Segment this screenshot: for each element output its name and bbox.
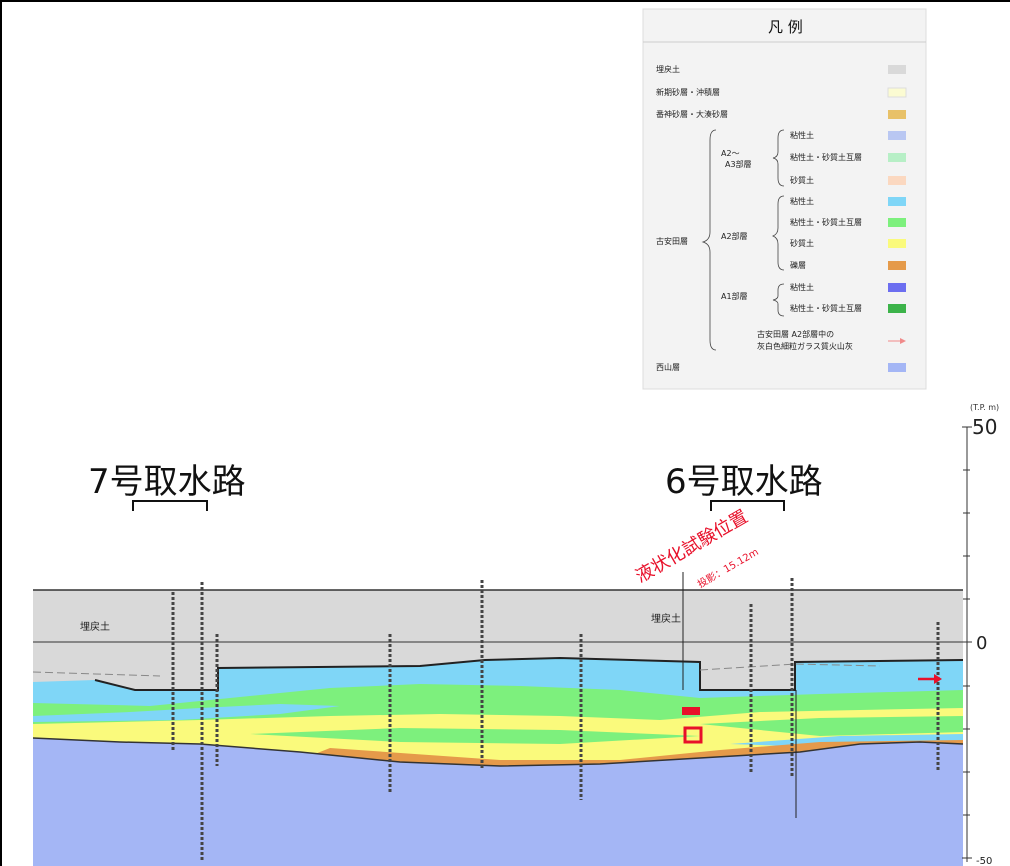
legend-label: 粘性土・砂質土互層 — [790, 217, 862, 227]
layer-a2-interbed-lens — [700, 716, 963, 736]
legend-swatch — [888, 153, 906, 162]
sample-marker — [683, 726, 703, 744]
legend-label: 砂質土 — [790, 175, 814, 185]
boreholes — [171, 578, 940, 862]
ash-arrow-marker — [918, 674, 942, 684]
legend-swatch — [888, 261, 906, 270]
legend-title: 凡 例 — [768, 18, 803, 36]
strata — [33, 590, 963, 866]
legend-swatch — [888, 363, 906, 372]
legend-label: 砂質土 — [790, 238, 814, 248]
layer-nishiyama — [33, 738, 963, 866]
legend-label: 粘性土 — [790, 282, 814, 292]
backfill-label-right: 埋戻土 — [651, 612, 681, 625]
layer-a2-interbed-lens — [250, 728, 700, 744]
legend-swatch — [888, 65, 906, 74]
legend-group-kofuruyasuda: 古安田層 — [656, 236, 688, 246]
axis-tick-label: 0 — [976, 633, 987, 654]
intake-7-label: 7号取水路 — [88, 462, 246, 502]
legend-swatch — [887, 87, 907, 98]
axis-tick-label: -50 — [976, 856, 992, 866]
legend-group-a2: A2部層 — [721, 231, 748, 241]
legend-group-a2a3-2: A3部層 — [725, 159, 752, 169]
legend-group-a1: A1部層 — [721, 291, 748, 301]
legend-swatch — [888, 304, 906, 313]
legend-label: 新期砂層・沖積層 — [656, 87, 720, 97]
legend-swatch — [888, 239, 906, 248]
legend-swatch — [888, 176, 906, 185]
legend-label: 埋戻土 — [656, 64, 680, 74]
legend-label: 粘性土・砂質土互層 — [790, 152, 862, 162]
legend: 凡 例 埋戻土 新期砂層・沖積層 番神砂層・大湊砂層 粘性土 粘性土・砂質土互層… — [642, 8, 927, 390]
ash-arrow-icon — [900, 338, 906, 344]
legend-swatch — [888, 283, 906, 292]
legend-label: 粘性土 — [790, 130, 814, 140]
legend-swatch — [888, 131, 906, 140]
legend-label: 粘性土 — [790, 196, 814, 206]
legend-label: 西山層 — [656, 362, 680, 372]
legend-swatch — [888, 218, 906, 227]
legend-label: 礫層 — [790, 260, 806, 270]
layer-a2-clay-lens — [33, 704, 340, 722]
axis-tick-label: 50 — [972, 415, 997, 439]
intake-7-bracket — [132, 500, 208, 511]
projection-label: 投影：15.12m — [695, 545, 761, 590]
elevation-axis: (T.P. m) 50 0 -50 — [962, 403, 999, 866]
legend-ash-label-1: 古安田層 A2部層中の — [757, 329, 834, 339]
test-position-label: 液状化試験位置 — [632, 506, 752, 587]
legend-swatch — [888, 110, 906, 119]
legend-swatch — [888, 197, 906, 206]
legend-group-a2a3-1: A2～ — [721, 149, 740, 158]
sample-marker — [682, 707, 700, 715]
legend-braces — [701, 129, 785, 351]
legend-label: 番神砂層・大湊砂層 — [656, 109, 728, 119]
backfill-label-left: 埋戻土 — [80, 620, 110, 633]
intake-6-label: 6号取水路 — [665, 462, 823, 502]
legend-ash-label-2: 灰白色細粒ガラス質火山灰 — [757, 341, 853, 351]
legend-label: 粘性土・砂質土互層 — [790, 303, 862, 313]
intake-6-bracket — [710, 500, 785, 511]
axis-unit-label: (T.P. m) — [970, 403, 999, 412]
